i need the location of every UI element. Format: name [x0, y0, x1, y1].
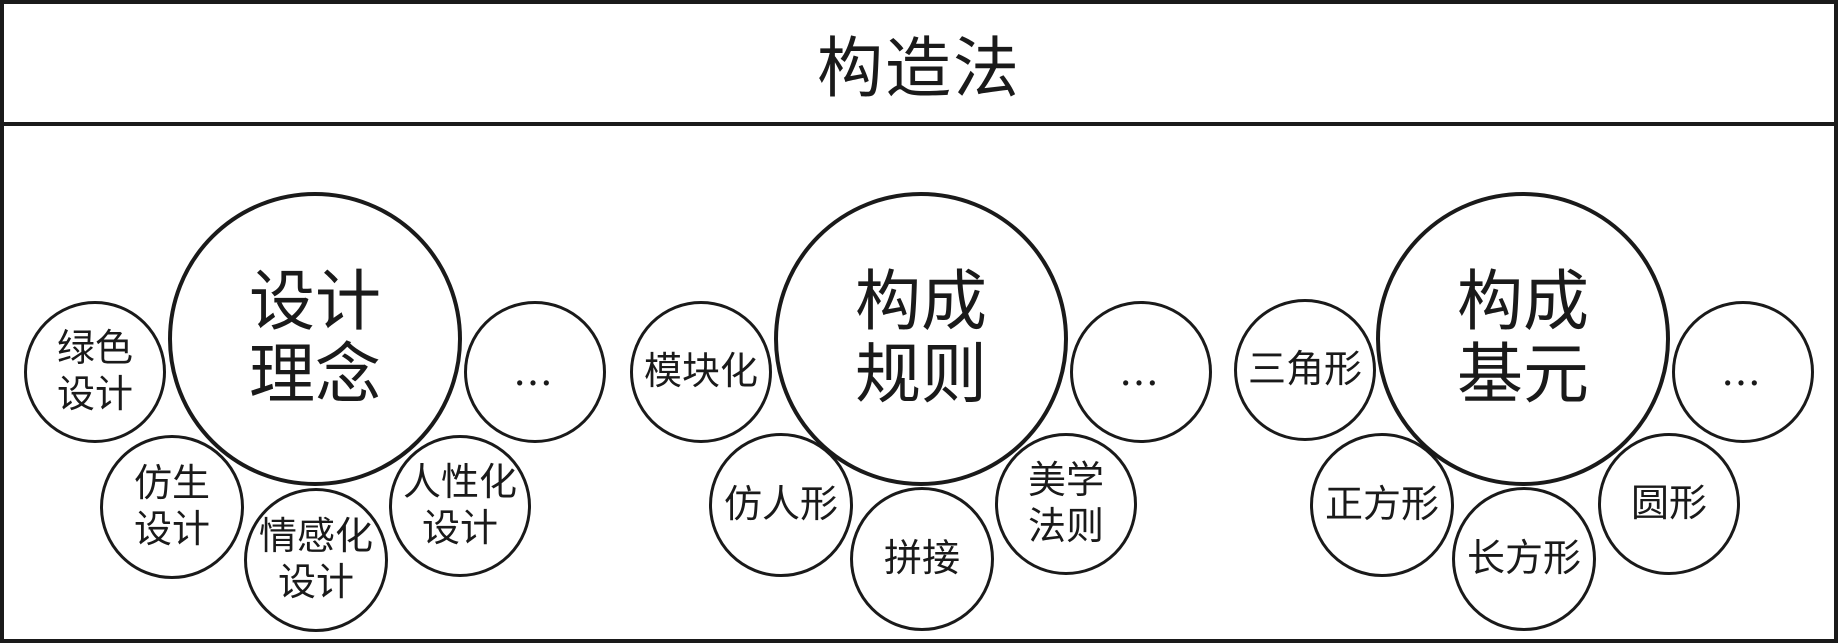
circle-group1-center: 设计 理念: [168, 192, 462, 486]
circle-group3-center: 构成 基元: [1376, 192, 1670, 486]
circle-group2-more: …: [1070, 301, 1212, 443]
title-bar: 构造法: [4, 4, 1834, 126]
circle-group2-item3: 拼接: [850, 487, 994, 631]
circle-group1-item4: 人性化 设计: [389, 435, 531, 577]
circle-group2-item4: 美学 法则: [995, 433, 1137, 575]
circle-group1-item1: 绿色 设计: [24, 301, 166, 443]
circle-group1-item2: 仿生 设计: [100, 435, 244, 579]
circle-group2-item2: 仿人形: [709, 433, 853, 577]
circle-group3-item4: 圆形: [1598, 433, 1740, 575]
diagram-title: 构造法: [817, 30, 1021, 107]
circle-group3-more: …: [1672, 301, 1814, 443]
circle-group2-center: 构成 规则: [774, 192, 1068, 486]
circle-group1-more: …: [464, 301, 606, 443]
circle-group3-item3: 长方形: [1452, 487, 1596, 631]
circle-group3-item1: 三角形: [1234, 299, 1376, 441]
circle-group2-item1: 模块化: [630, 301, 772, 443]
circle-group3-item2: 正方形: [1310, 433, 1454, 577]
circle-group1-item3: 情感化 设计: [244, 488, 388, 632]
